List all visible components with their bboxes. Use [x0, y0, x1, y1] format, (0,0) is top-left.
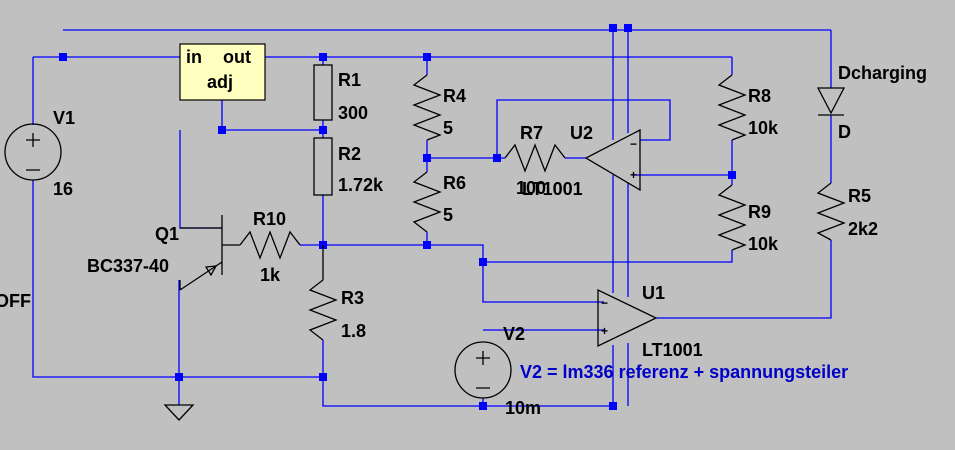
q1-transistor [179, 215, 240, 291]
regulator-adj-label: adj [207, 72, 233, 92]
svg-text:−: − [630, 137, 637, 151]
regulator-block: in out adj [179, 43, 266, 101]
r1-resistor [313, 64, 333, 121]
svg-text:−: − [601, 296, 608, 310]
junction-dot [423, 241, 431, 249]
r3-resistor [308, 245, 338, 341]
wire-top-rail [33, 29, 831, 58]
r3-name: R3 [341, 288, 364, 308]
junction-dot [175, 373, 183, 381]
r9-name: R9 [748, 202, 771, 222]
junction-dot [319, 53, 327, 61]
r1-name: R1 [338, 70, 361, 90]
svg-text:+: + [630, 168, 637, 182]
r4-name: R4 [443, 86, 466, 106]
junction-dots [59, 24, 736, 410]
r7-name: R7 [520, 123, 543, 143]
wire-v1 [32, 57, 179, 378]
r4-resistor [412, 74, 442, 141]
r8-name: R8 [748, 86, 771, 106]
r8-resistor [717, 74, 747, 141]
diode-dcharging [816, 87, 846, 116]
r9-value: 10k [748, 234, 779, 254]
diode-name: Dcharging [838, 63, 927, 83]
r3-value: 1.8 [341, 321, 366, 341]
junction-dot [59, 53, 67, 61]
u1-opamp: − + [597, 288, 658, 348]
r1-value: 300 [338, 103, 368, 123]
wires [32, 28, 832, 407]
junction-dot [319, 373, 327, 381]
junction-dot [493, 154, 501, 162]
wire-r8-r9 [483, 57, 733, 263]
r5-value: 2k2 [848, 219, 878, 239]
q1-name: Q1 [155, 224, 179, 244]
u2-value: LT1001 [522, 179, 583, 199]
r10-value: 1k [260, 265, 281, 285]
v1-name: V1 [53, 108, 75, 128]
r2-value: 1.72k [338, 175, 384, 195]
wire-q1-collector [179, 100, 323, 229]
r2-name: R2 [338, 144, 361, 164]
junction-dot [609, 402, 617, 410]
diode-value: D [838, 122, 851, 142]
wire-ground [178, 280, 323, 405]
r7-resistor [504, 143, 566, 173]
r7-value: 100 [516, 178, 546, 198]
wire-mid-node [300, 244, 604, 303]
v2-value: 10m [505, 398, 541, 418]
regulator-in-label: in [186, 47, 202, 67]
svg-text:+: + [601, 324, 608, 338]
junction-dot [319, 126, 327, 134]
ground-symbol [163, 404, 195, 421]
wire-opamp-supplies [612, 28, 629, 406]
u1-name: U1 [642, 283, 665, 303]
u1-value: LT1001 [642, 340, 703, 360]
r10-resistor [239, 230, 301, 260]
junction-dot [609, 24, 617, 32]
junction-dot [218, 126, 226, 134]
note-text: V2 = lm336 referenz + spannungsteiler [520, 362, 848, 382]
r5-name: R5 [848, 186, 871, 206]
r6-name: R6 [443, 173, 466, 193]
regulator-out-label: out [223, 47, 251, 67]
r10-name: R10 [253, 209, 286, 229]
q1-value: BC337-40 [87, 256, 169, 276]
v1-source [4, 123, 62, 181]
r6-resistor [412, 171, 442, 233]
junction-dot [479, 402, 487, 410]
edge-label: OFF [0, 291, 31, 311]
v2-name: V2 [503, 324, 525, 344]
u2-opamp: − + [584, 128, 641, 192]
junction-dot [479, 258, 487, 266]
junction-dot [624, 24, 632, 32]
junction-dot [423, 53, 431, 61]
wire-r7 [427, 99, 671, 159]
r6-value: 5 [443, 205, 453, 225]
r2-resistor [313, 137, 333, 196]
wire-diode-r5 [656, 30, 832, 319]
r4-value: 5 [443, 118, 453, 138]
u2-name: U2 [570, 123, 593, 143]
junction-dot [423, 154, 431, 162]
junction-dot [728, 171, 736, 179]
r8-value: 10k [748, 118, 779, 138]
v1-value: 16 [53, 179, 73, 199]
r9-resistor [717, 184, 747, 251]
r5-resistor [816, 182, 846, 241]
v2-source [454, 341, 512, 399]
